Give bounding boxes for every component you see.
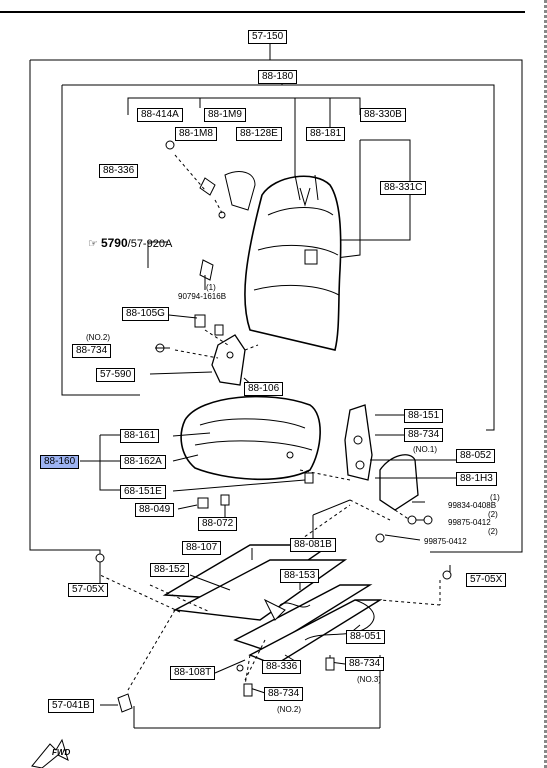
note-no1: (NO.1) [413, 445, 437, 454]
part-88-331c[interactable]: 88-331C [380, 181, 427, 195]
part-88-153[interactable]: 88-153 [280, 569, 320, 583]
reference-callout[interactable]: ☞ 5790/57-920A [88, 236, 172, 250]
note-no2-bottom: (NO.2) [277, 705, 301, 714]
part-88-414a[interactable]: 88-414A [137, 108, 183, 122]
part-57-041b[interactable]: 57-041B [48, 699, 94, 713]
part-88-052[interactable]: 88-052 [456, 449, 496, 463]
part-88-330b[interactable]: 88-330B [360, 108, 406, 122]
note-qty-1b: (1) [490, 493, 500, 502]
part-88-160[interactable]: 88-160 [40, 455, 80, 469]
part-88-152[interactable]: 88-152 [150, 563, 190, 577]
note-no2-top: (NO.2) [86, 333, 110, 342]
part-57-05x-left[interactable]: 57-05X [68, 583, 109, 597]
part-88-151[interactable]: 88-151 [404, 409, 444, 423]
part-88-734-a[interactable]: 88-734 [72, 344, 112, 358]
part-57-05x-right[interactable]: 57-05X [466, 573, 507, 587]
part-68-151e[interactable]: 68-151E [120, 485, 166, 499]
part-88-734-c[interactable]: 88-734 [345, 657, 385, 671]
reference-code: /57-920A [127, 238, 173, 250]
part-88-108t[interactable]: 88-108T [170, 666, 216, 680]
part-88-049[interactable]: 88-049 [135, 503, 175, 517]
part-88-128e[interactable]: 88-128E [236, 127, 282, 141]
note-qty-2: (2) [488, 510, 498, 519]
note-99875-a: 99875-0412 [448, 518, 491, 527]
part-88-106[interactable]: 88-106 [244, 382, 284, 396]
part-88-072[interactable]: 88-072 [198, 517, 238, 531]
part-88-162a[interactable]: 88-162A [120, 455, 166, 469]
part-88-1m9[interactable]: 88-1M9 [204, 108, 246, 122]
scan-edge [544, 0, 547, 768]
note-no3: (NO.3) [357, 675, 381, 684]
part-88-1h3[interactable]: 88-1H3 [456, 472, 497, 486]
part-88-1m8[interactable]: 88-1M8 [175, 127, 217, 141]
part-88-105g[interactable]: 88-105G [122, 307, 169, 321]
part-88-181[interactable]: 88-181 [306, 127, 346, 141]
part-88-734-d[interactable]: 88-734 [264, 687, 304, 701]
note-qty-1: (1) [206, 283, 216, 292]
part-88-161[interactable]: 88-161 [120, 429, 160, 443]
reference-pointer-icon: ☞ [88, 238, 98, 250]
part-57-590[interactable]: 57-590 [96, 368, 136, 382]
note-99875-b: 99875-0412 [424, 537, 467, 546]
note-99834: 99834-0408B [448, 501, 497, 510]
part-88-336-top[interactable]: 88-336 [99, 164, 139, 178]
fwd-label: FWD [52, 748, 71, 757]
note-qty-2b: (2) [488, 527, 498, 536]
note-90794: 90794-1616B [178, 292, 227, 301]
part-88-051[interactable]: 88-051 [346, 630, 386, 644]
fwd-arrow-icon [31, 738, 69, 768]
part-88-107[interactable]: 88-107 [182, 541, 222, 555]
part-88-336-bottom[interactable]: 88-336 [262, 660, 302, 674]
part-57-150[interactable]: 57-150 [248, 30, 288, 44]
part-88-180[interactable]: 88-180 [258, 70, 298, 84]
part-88-081b[interactable]: 88-081B [290, 538, 336, 552]
reference-number: 5790 [100, 236, 128, 250]
part-88-734-b[interactable]: 88-734 [404, 428, 444, 442]
